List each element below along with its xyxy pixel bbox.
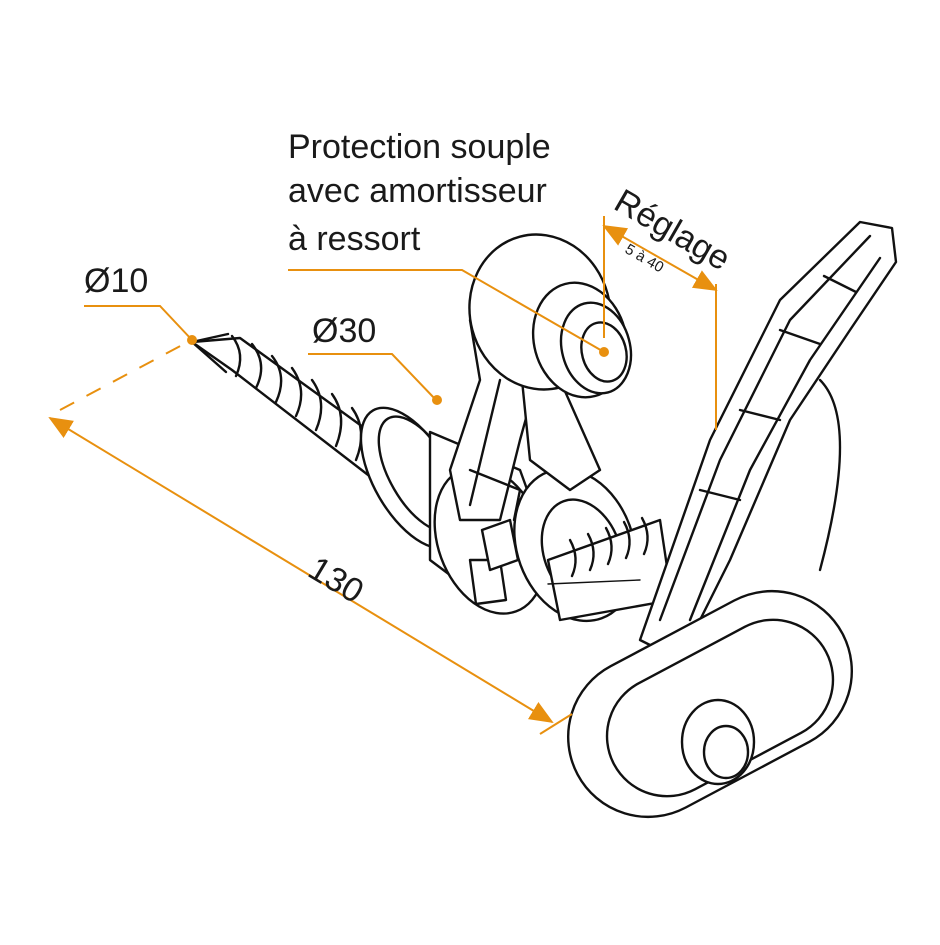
leader-protection: [288, 269, 605, 353]
lever-foot: [566, 589, 854, 819]
leader-dot-tip: [187, 335, 197, 345]
adjustment-label: Réglage: [608, 182, 737, 278]
protection-label-line1: Protection souple: [288, 128, 551, 166]
extension-line-tip: [59, 343, 185, 411]
dimension-lines: [48, 216, 718, 735]
adjustment-dimension-line: [602, 225, 718, 291]
adjustment-range-label: 5 à 40: [622, 241, 667, 277]
diameter-washer-label: Ø30: [312, 312, 376, 350]
lever-handle: [638, 220, 898, 662]
hinge-bolt-drawing: [190, 220, 898, 819]
length-label: 130: [302, 549, 370, 611]
leader-diameter-tip: [84, 305, 193, 341]
protection-label-line2: avec amortisseur: [288, 172, 547, 210]
leader-dot-protection: [599, 347, 609, 357]
leader-dot-washer: [432, 395, 442, 405]
length-dimension-line: [48, 416, 554, 724]
leader-diameter-washer: [308, 353, 437, 401]
protection-label-line3: à ressort: [288, 220, 421, 258]
diameter-tip-label: Ø10: [84, 262, 148, 300]
extension-line-foot: [539, 713, 573, 735]
